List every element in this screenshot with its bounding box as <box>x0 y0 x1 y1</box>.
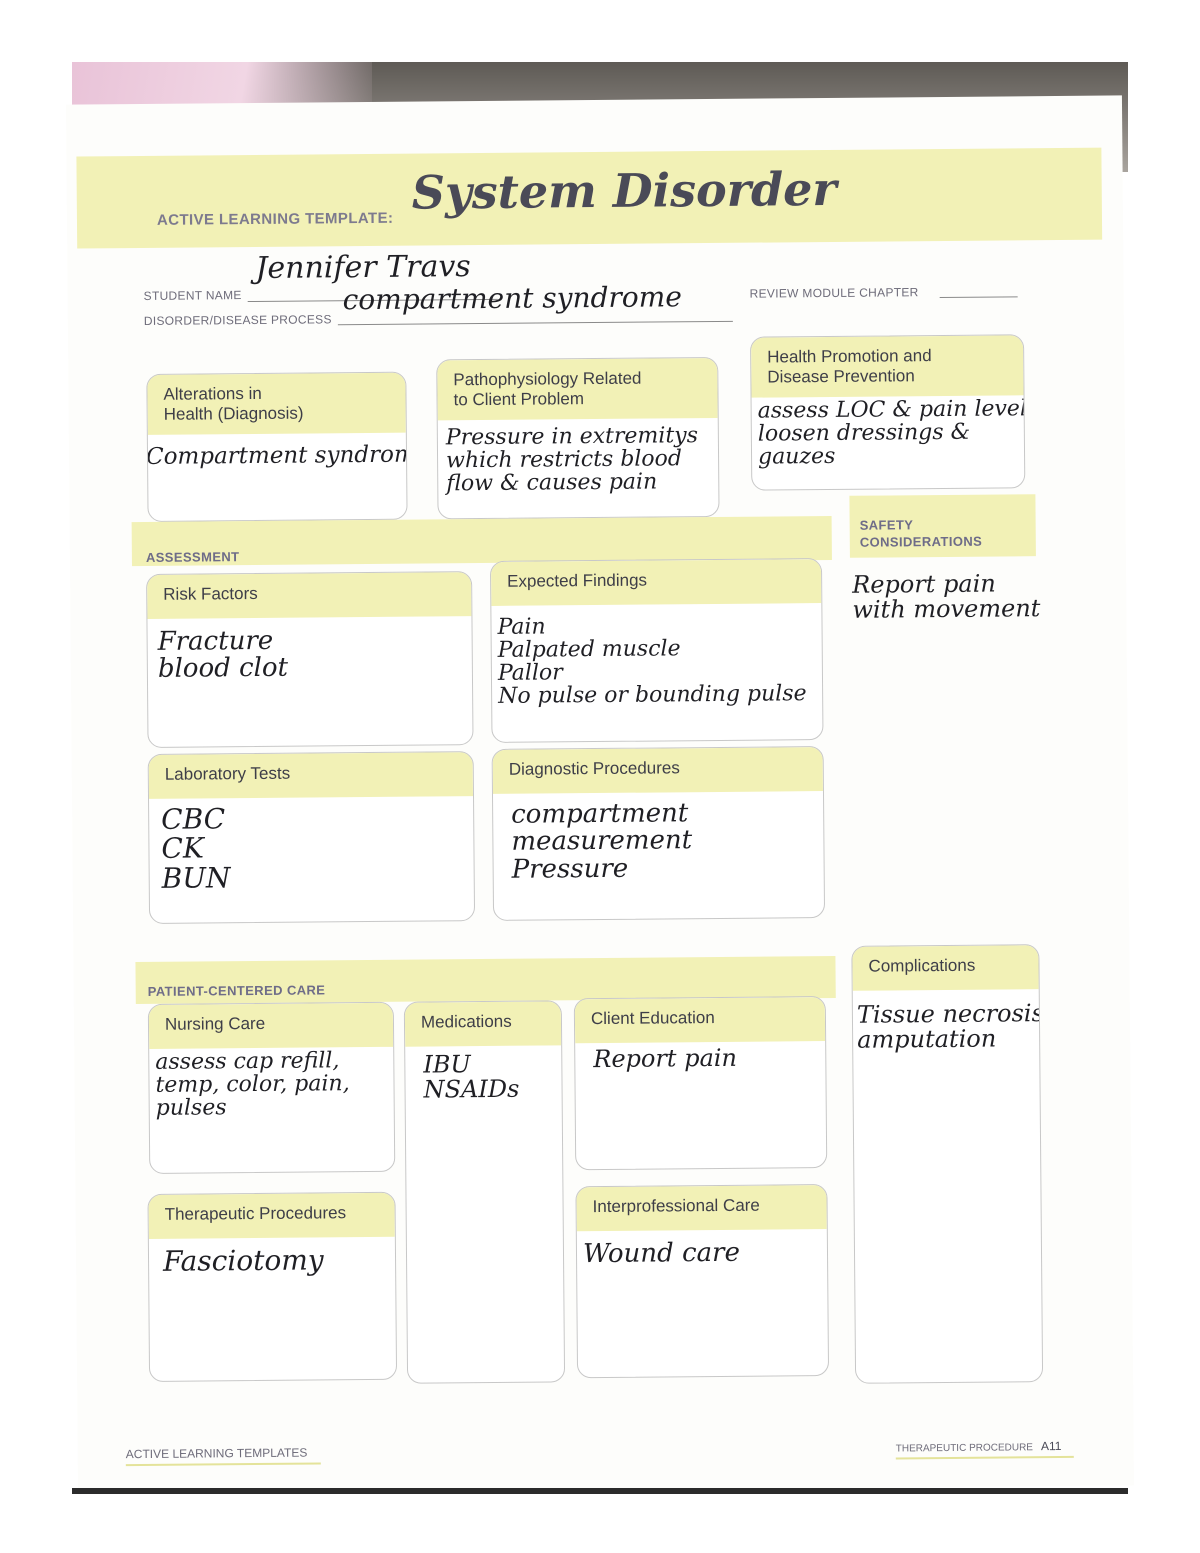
footer-page-number: A11 <box>1040 1438 1062 1454</box>
diagnostic-procedures-heading: Diagnostic Procedures <box>492 747 823 794</box>
worksheet-page: ACTIVE LEARNING TEMPLATE: System Disorde… <box>65 95 1135 1495</box>
alterations-heading: Alterations in Health (Diagnosis) <box>147 372 406 435</box>
diagnostic-procedures-text[interactable]: compartment measurement Pressure <box>511 798 693 885</box>
pathophysiology-text[interactable]: Pressure in extremitys which restricts b… <box>445 423 699 497</box>
alterations-text[interactable]: Compartment syndrome <box>146 441 408 470</box>
medications-heading: Medications <box>404 1001 562 1047</box>
health-promotion-text[interactable]: assess LOC & pain level loosen dressings… <box>757 396 1026 470</box>
footer-right-rule <box>895 1455 1074 1460</box>
assessment-label: ASSESSMENT <box>145 549 240 565</box>
therapeutic-procedures-heading: Therapeutic Procedures <box>148 1192 395 1239</box>
nursing-care-heading: Nursing Care <box>148 1002 394 1049</box>
risk-factors-box: Risk Factors Fracture blood clot <box>146 571 474 748</box>
laboratory-tests-box: Laboratory Tests CBC CK BUN <box>147 751 476 924</box>
pathophysiology-heading: Pathophysiology Related to Client Proble… <box>437 357 718 421</box>
disorder-label: DISORDER/DISEASE PROCESS <box>143 312 332 328</box>
complications-heading: Complications <box>852 945 1039 991</box>
page-title: System Disorder <box>411 161 837 220</box>
footer-left-rule <box>125 1462 321 1467</box>
medications-text[interactable]: IBU NSAIDs <box>423 1050 520 1104</box>
interprofessional-care-box: Interprofessional Care Wound care <box>575 1184 830 1379</box>
laboratory-tests-heading: Laboratory Tests <box>148 752 474 799</box>
student-name-label: STUDENT NAME <box>143 288 242 303</box>
complications-box: Complications Tissue necrosis amputation <box>851 944 1044 1384</box>
safety-label: SAFETY CONSIDERATIONS <box>859 517 983 550</box>
disorder-value[interactable]: compartment syndrome <box>342 280 682 317</box>
expected-findings-heading: Expected Findings <box>490 559 822 606</box>
therapeutic-procedures-box: Therapeutic Procedures Fasciotomy <box>147 1191 398 1382</box>
client-education-heading: Client Education <box>574 997 826 1044</box>
therapeutic-procedures-text[interactable]: Fasciotomy <box>162 1243 324 1278</box>
laboratory-tests-text[interactable]: CBC CK BUN <box>161 802 231 895</box>
interprofessional-care-heading: Interprofessional Care <box>576 1185 827 1232</box>
client-education-text[interactable]: Report pain <box>593 1043 738 1074</box>
expected-findings-box: Expected Findings Pain Palpated muscle P… <box>489 558 824 743</box>
student-name-value[interactable]: Jennifer Travs <box>255 249 471 286</box>
disorder-line <box>337 320 733 326</box>
review-module-label: REVIEW MODULE CHAPTER <box>749 285 919 301</box>
interprofessional-care-text[interactable]: Wound care <box>582 1237 741 1270</box>
alterations-box: Alterations in Health (Diagnosis) Compar… <box>146 371 408 522</box>
risk-factors-heading: Risk Factors <box>147 572 472 619</box>
footer-right-label: THERAPEUTIC PROCEDURE A11 <box>896 1439 1062 1454</box>
health-promotion-heading: Health Promotion and Disease Prevention <box>751 335 1024 398</box>
risk-factors-text[interactable]: Fracture blood clot <box>157 625 289 685</box>
health-promotion-box: Health Promotion and Disease Prevention … <box>750 334 1026 491</box>
diagnostic-procedures-box: Diagnostic Procedures compartment measur… <box>491 746 826 921</box>
photo-bottom-edge <box>72 1488 1128 1494</box>
patient-centered-care-label: PATIENT-CENTERED CARE <box>147 982 326 999</box>
expected-findings-text[interactable]: Pain Palpated muscle Pallor No pulse or … <box>497 614 807 710</box>
nursing-care-box: Nursing Care assess cap refill, temp, co… <box>147 1001 396 1174</box>
client-education-box: Client Education Report pain <box>573 996 828 1171</box>
pathophysiology-box: Pathophysiology Related to Client Proble… <box>436 356 720 520</box>
medications-box: Medications IBU NSAIDs <box>403 1000 566 1384</box>
footer-section-label: THERAPEUTIC PROCEDURE <box>895 1442 1034 1455</box>
complications-text[interactable]: Tissue necrosis amputation <box>856 999 1044 1054</box>
template-label: ACTIVE LEARNING TEMPLATE: <box>156 209 394 229</box>
footer-left-label: ACTIVE LEARNING TEMPLATES <box>125 1445 308 1462</box>
safety-text[interactable]: Report pain with movement <box>852 569 1041 624</box>
nursing-care-text[interactable]: assess cap refill, temp, color, pain, pu… <box>155 1048 350 1122</box>
review-module-line <box>939 296 1018 299</box>
